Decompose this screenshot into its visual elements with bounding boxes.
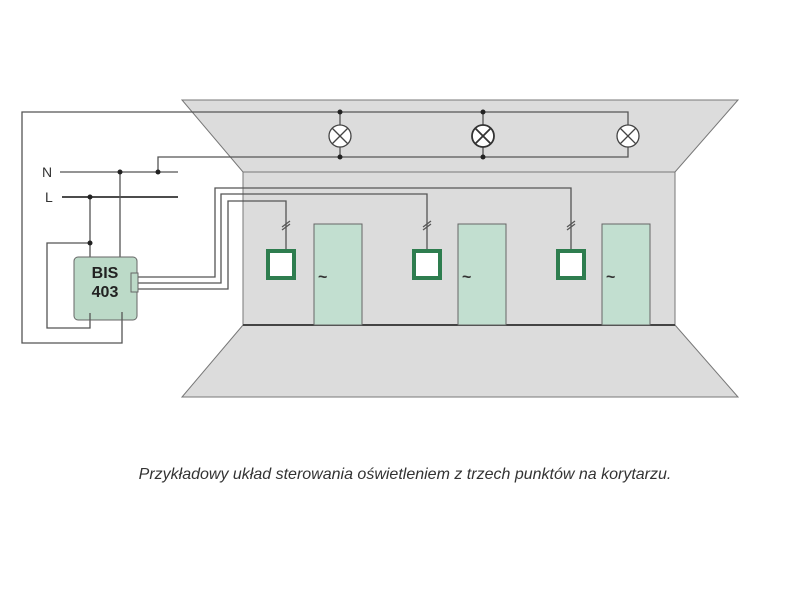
lamp-icon bbox=[328, 124, 352, 148]
floor bbox=[180, 324, 740, 398]
lamp-icon bbox=[471, 124, 495, 148]
device-terminal bbox=[130, 272, 139, 293]
door-1 bbox=[313, 223, 363, 326]
lamp-icon bbox=[616, 124, 640, 148]
junction-dots bbox=[87, 109, 486, 246]
neutral-label: N bbox=[42, 164, 52, 180]
door-symbol: ~ bbox=[462, 269, 471, 286]
wall-switch-2 bbox=[412, 249, 442, 280]
door-2 bbox=[457, 223, 507, 326]
device-label-line2: 403 bbox=[92, 284, 119, 301]
live-label: L bbox=[45, 189, 53, 205]
door-symbol: ~ bbox=[606, 269, 615, 286]
diagram-caption: Przykładowy układ sterowania oświetlenie… bbox=[138, 466, 672, 483]
door-symbol: ~ bbox=[318, 269, 327, 286]
ceiling bbox=[180, 99, 740, 173]
door-3 bbox=[601, 223, 651, 326]
wall-switch-3 bbox=[556, 249, 586, 280]
wires bbox=[21, 111, 629, 344]
device-label-line1: BIS bbox=[92, 265, 119, 282]
wall-switch-1 bbox=[266, 249, 296, 280]
